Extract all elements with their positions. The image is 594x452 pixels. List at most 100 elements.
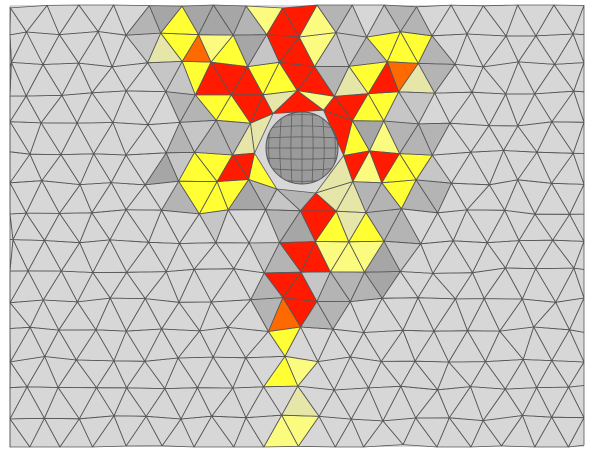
damaged-element bbox=[231, 66, 263, 95]
stress-shadow-element bbox=[336, 5, 367, 38]
damaged-element bbox=[285, 356, 318, 387]
stress-shadow-element bbox=[147, 61, 183, 92]
stress-shadow-element bbox=[264, 242, 301, 273]
stress-shadow-element bbox=[149, 5, 182, 34]
damaged-element bbox=[182, 61, 211, 95]
damaged-element bbox=[369, 121, 400, 154]
stress-shadow-element bbox=[194, 120, 233, 155]
damaged-element bbox=[247, 62, 280, 95]
damaged-element bbox=[281, 415, 320, 447]
stress-shadow-element bbox=[418, 123, 450, 156]
damaged-element bbox=[211, 62, 248, 95]
damaged-element bbox=[387, 31, 419, 64]
damaged-element bbox=[266, 34, 300, 63]
stress-shadow-element bbox=[213, 5, 247, 36]
stress-shadow-element bbox=[398, 91, 435, 124]
stress-shadow-element bbox=[350, 272, 383, 302]
damaged-element bbox=[301, 241, 331, 273]
stress-shadow-element bbox=[366, 208, 402, 242]
damaged-element bbox=[381, 153, 417, 183]
damaged-element bbox=[366, 31, 401, 62]
stress-shadow-element bbox=[366, 182, 402, 213]
damaged-element bbox=[400, 31, 432, 64]
damaged-element bbox=[182, 34, 211, 63]
stress-shadow-element bbox=[400, 6, 432, 36]
stress-shadow-element bbox=[364, 241, 401, 273]
damaged-element bbox=[195, 62, 232, 95]
mesh-element bbox=[572, 33, 585, 63]
stress-shadow-element bbox=[317, 5, 353, 33]
mesh-element bbox=[569, 329, 585, 363]
damaged-element bbox=[323, 96, 353, 121]
stress-shadow-element bbox=[179, 120, 217, 153]
damaged-element bbox=[279, 62, 315, 91]
stress-shadow-element bbox=[216, 120, 251, 155]
damaged-element bbox=[199, 181, 229, 214]
mesh-element bbox=[250, 113, 274, 154]
damaged-element bbox=[349, 61, 388, 94]
damaged-element bbox=[279, 241, 316, 273]
stress-shadow-element bbox=[166, 152, 195, 182]
stress-shadow-element bbox=[249, 242, 280, 273]
mesh-element bbox=[573, 267, 585, 299]
damaged-element bbox=[398, 63, 435, 94]
damaged-element bbox=[299, 5, 336, 37]
damaged-element bbox=[268, 297, 301, 332]
mesh-element bbox=[568, 385, 585, 419]
stress-shadow-element bbox=[416, 155, 452, 184]
stress-shadow-element bbox=[352, 181, 382, 213]
mesh-element bbox=[573, 90, 585, 123]
damaged-element bbox=[195, 94, 232, 121]
damaged-element bbox=[352, 150, 382, 183]
stress-shadow-element bbox=[145, 152, 179, 185]
damaged-element bbox=[178, 181, 218, 214]
mesh-element bbox=[569, 213, 585, 242]
damaged-element bbox=[368, 61, 399, 94]
stress-shadow-element bbox=[384, 241, 421, 272]
mesh-element bbox=[568, 417, 585, 448]
stress-shadow-element bbox=[352, 120, 384, 151]
damaged-element bbox=[334, 66, 369, 97]
damaged-element bbox=[315, 181, 353, 212]
damaged-element bbox=[336, 211, 366, 242]
damaged-element bbox=[300, 193, 337, 212]
damaged-element bbox=[315, 211, 349, 242]
mesh-lines-layer bbox=[9, 4, 585, 448]
stress-shadow-element bbox=[228, 179, 266, 210]
stress-shadow-element bbox=[182, 5, 214, 35]
stress-shadow-element bbox=[250, 272, 283, 300]
damaged-element bbox=[232, 123, 255, 155]
damaged-element bbox=[268, 327, 301, 357]
stress-shadow-element bbox=[366, 5, 401, 38]
damaged-element bbox=[323, 110, 353, 156]
damaged-element bbox=[250, 113, 273, 154]
damaged-element bbox=[369, 150, 400, 183]
stress-shadow-element bbox=[330, 271, 365, 302]
stress-shadow-element bbox=[198, 5, 234, 36]
stress-shadow-element bbox=[276, 189, 316, 211]
damaged-element bbox=[299, 32, 336, 67]
stress-shadow-element bbox=[250, 297, 283, 332]
damaged-element bbox=[198, 34, 234, 63]
stress-shadow-element bbox=[316, 271, 351, 302]
stress-shadow-element bbox=[316, 301, 351, 330]
damaged-element bbox=[273, 90, 324, 114]
damaged-element bbox=[315, 155, 353, 193]
stress-shadow-element bbox=[416, 179, 452, 213]
stress-shadow-element bbox=[247, 34, 280, 67]
stress-shadow-element bbox=[383, 121, 419, 154]
stress-shadow-element bbox=[383, 91, 419, 124]
stress-shadow-layer bbox=[126, 5, 455, 332]
damaged-element bbox=[281, 386, 320, 417]
crack-damage-layer bbox=[147, 5, 435, 447]
stress-shadow-element bbox=[301, 271, 331, 302]
damaged-element bbox=[160, 6, 199, 35]
stress-shadow-element bbox=[166, 122, 195, 153]
damaged-element bbox=[211, 35, 248, 67]
damaged-element bbox=[250, 94, 273, 124]
stress-shadow-element bbox=[233, 6, 267, 36]
stress-shadow-element bbox=[161, 181, 200, 214]
damaged-element bbox=[381, 179, 417, 209]
